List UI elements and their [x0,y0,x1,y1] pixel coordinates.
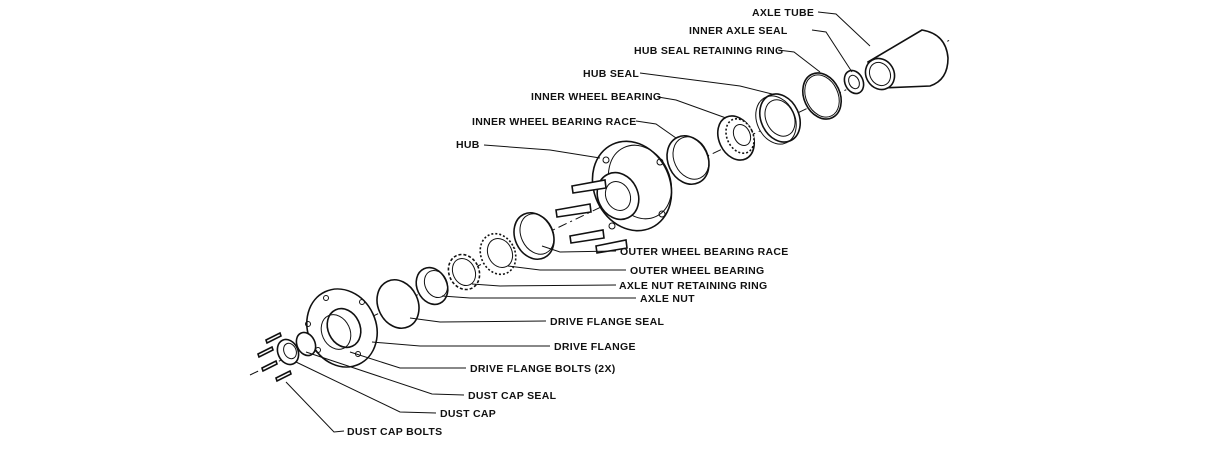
drive-flange-seal [376,279,420,329]
label-hub: HUB [456,139,480,151]
inner-axle-seal [843,69,865,95]
part-labels: AXLE TUBE INNER AXLE SEAL HUB SEAL RETAI… [347,7,814,438]
label-dust-cap-bolts: DUST CAP BOLTS [347,426,442,438]
label-outer-wheel-bearing-race: OUTER WHEEL BEARING RACE [620,246,789,258]
axle-tube [864,29,949,91]
leader-lines [285,11,871,433]
outer-wheel-bearing [479,232,517,276]
label-drive-flange-seal: DRIVE FLANGE SEAL [550,316,664,328]
drive-flange [305,288,378,368]
inner-wheel-bearing-race [666,135,710,185]
label-hub-seal-retaining-ring: HUB SEAL RETAINING RING [634,45,783,57]
label-dust-cap: DUST CAP [440,408,496,420]
label-axle-nut: AXLE NUT [640,293,695,305]
label-outer-wheel-bearing: OUTER WHEEL BEARING [630,265,764,277]
axle-nut [415,266,449,306]
label-inner-axle-seal: INNER AXLE SEAL [689,25,788,37]
label-axle-nut-retaining-ring: AXLE NUT RETAINING RING [619,280,767,292]
inner-wheel-bearing [716,115,756,161]
axle-nut-retaining-ring [447,253,481,291]
label-axle-tube: AXLE TUBE [752,7,814,19]
label-dust-cap-seal: DUST CAP SEAL [468,390,557,402]
label-inner-wheel-bearing-race: INNER WHEEL BEARING RACE [472,116,637,128]
hub-seal-retaining-ring [801,72,843,120]
hub-seal [755,93,802,145]
hub [555,140,673,254]
label-hub-seal: HUB SEAL [583,68,639,80]
dust-cap-bolts [257,331,292,383]
label-drive-flange-bolts: DRIVE FLANGE BOLTS (2X) [470,363,616,375]
label-inner-wheel-bearing: INNER WHEEL BEARING [531,91,661,103]
label-drive-flange: DRIVE FLANGE [554,341,636,353]
dust-cap [276,338,300,366]
outer-wheel-bearing-race [513,212,555,260]
